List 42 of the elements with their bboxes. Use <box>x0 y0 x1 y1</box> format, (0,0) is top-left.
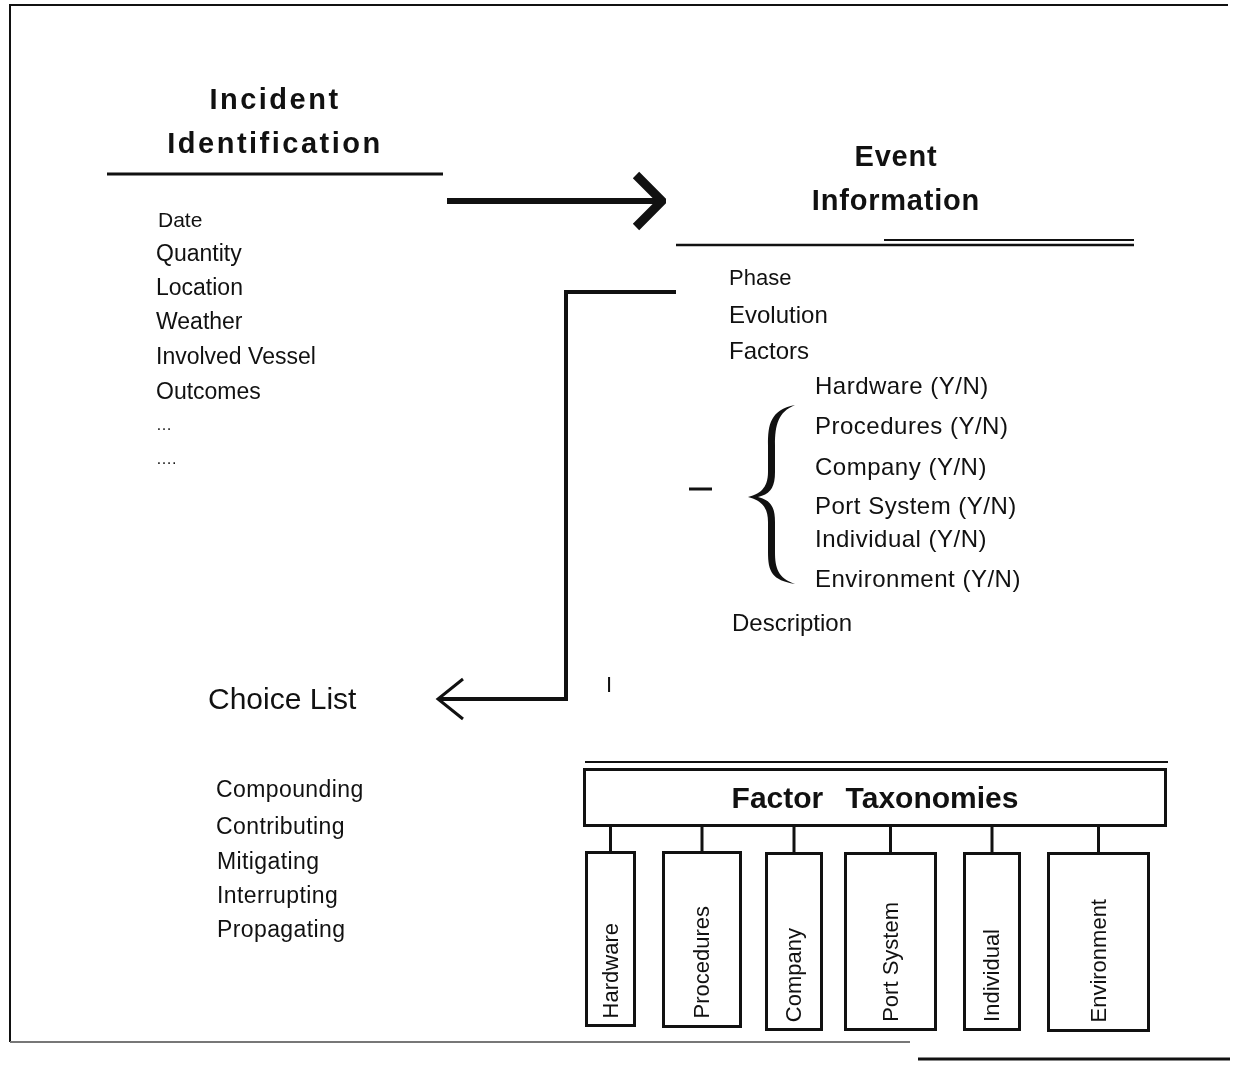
connector-line <box>609 827 612 851</box>
field-name: Factors <box>729 337 809 365</box>
taxonomy-category-box: Individual <box>963 852 1021 1031</box>
factor-option: Company (Y/N) <box>815 453 987 481</box>
taxonomy-header-box: Factor Taxonomies <box>583 768 1167 827</box>
stray-letter: I <box>606 672 613 698</box>
taxonomy-category-box: Environment <box>1047 852 1150 1032</box>
factor-option: Environment (Y/N) <box>815 565 1021 593</box>
section-heading: Incident Identification <box>166 82 384 161</box>
connector-line <box>889 827 892 852</box>
field-name: Location <box>156 274 243 301</box>
taxonomy-category-box: Port System <box>844 852 937 1031</box>
factor-option: Procedures (Y/N) <box>815 412 1009 440</box>
field-name: Description <box>732 609 853 637</box>
field-name: …. <box>156 450 177 469</box>
arrow <box>436 290 676 721</box>
choice-item: Mitigating <box>217 848 320 875</box>
connector-line <box>990 827 994 852</box>
taxonomy-category-box: Hardware <box>585 851 636 1027</box>
connector-line <box>700 827 704 851</box>
arrow <box>447 170 667 232</box>
field-name: Involved Vessel <box>156 343 316 370</box>
factor-option: Port System (Y/N) <box>815 492 1017 520</box>
field-name: … <box>156 416 172 435</box>
choice-item: Compounding <box>216 776 364 803</box>
field-name: Quantity <box>156 240 242 267</box>
connector-line <box>792 827 796 852</box>
field-name: Evolution <box>729 301 828 329</box>
field-name: Outcomes <box>156 378 261 405</box>
field-name: Weather <box>156 308 243 335</box>
field-name: Date <box>158 208 203 233</box>
choice-item: Propagating <box>217 916 346 943</box>
taxonomy-category-box: Procedures <box>662 851 742 1028</box>
choice-item: Contributing <box>216 813 345 840</box>
choice-item: Interrupting <box>217 882 339 909</box>
connector-line <box>1097 827 1100 852</box>
factor-option: Hardware (Y/N) <box>815 372 989 400</box>
factor-option: Individual (Y/N) <box>815 525 988 553</box>
taxonomy-category-box: Company <box>765 852 823 1031</box>
section-heading: Choice List <box>208 682 357 717</box>
section-heading: Event Information <box>810 139 982 218</box>
field-name: Phase <box>729 265 792 291</box>
